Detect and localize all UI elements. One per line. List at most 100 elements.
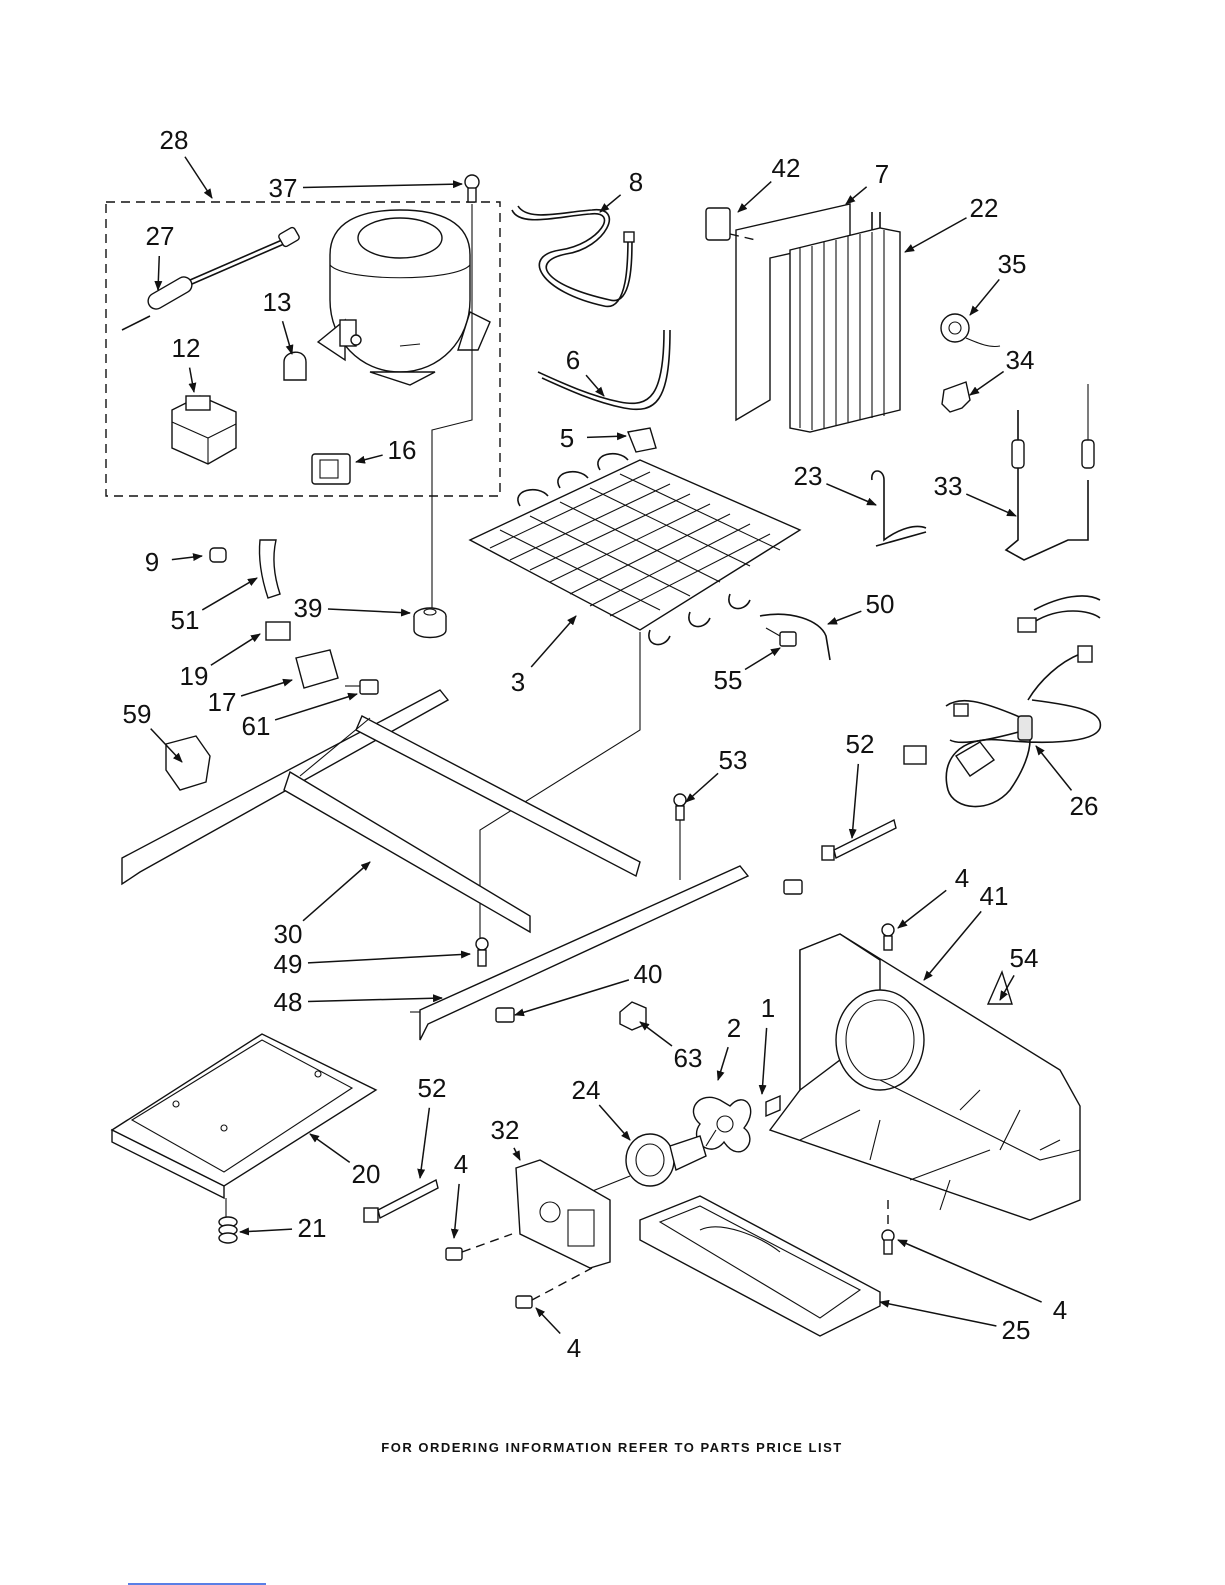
callout-leader	[515, 980, 629, 1015]
callout-label: 63	[674, 1043, 703, 1073]
callout-label: 49	[274, 949, 303, 979]
callout-leader	[308, 954, 470, 963]
callout-c1: 1	[761, 993, 775, 1094]
callout-label: 3	[511, 667, 525, 697]
callout-c12: 12	[172, 333, 201, 392]
tube-33	[1006, 384, 1094, 560]
callout-leader	[898, 1240, 1042, 1302]
callout-c41: 41	[924, 881, 1008, 980]
callout-leader	[454, 1184, 459, 1238]
callout-label: 51	[171, 605, 200, 635]
callout-c13: 13	[263, 287, 292, 354]
callout-label: 7	[875, 159, 889, 189]
callout-c35: 35	[970, 249, 1026, 315]
cover-20	[112, 1034, 376, 1198]
callout-leader	[738, 182, 771, 212]
tube-51	[259, 540, 280, 598]
part-19	[266, 622, 290, 640]
callout-c34: 34	[970, 345, 1034, 395]
callout-label: 27	[146, 221, 175, 251]
callout-leader	[310, 1134, 350, 1162]
nut-63	[620, 1002, 646, 1030]
part-17	[296, 650, 338, 688]
callout-c4d: 4	[536, 1308, 581, 1363]
spring-21	[219, 1217, 237, 1243]
callout-label: 55	[714, 665, 743, 695]
callout-label: 40	[634, 959, 663, 989]
callout-label: 41	[980, 881, 1009, 911]
callout-c4a: 4	[898, 863, 969, 928]
callout-label: 39	[294, 593, 323, 623]
callout-leader	[826, 484, 876, 505]
callout-leader	[356, 455, 383, 462]
callout-leader	[185, 157, 212, 198]
screw-55	[766, 628, 796, 646]
callout-leader	[599, 1105, 630, 1140]
callout-leader	[846, 187, 867, 204]
callout-leader	[172, 556, 202, 560]
callout-label: 16	[388, 435, 417, 465]
callout-label: 26	[1070, 791, 1099, 821]
callout-c53: 53	[686, 745, 747, 802]
callout-c2: 2	[718, 1013, 741, 1080]
clip-5	[628, 428, 656, 452]
callout-leader	[202, 578, 257, 610]
callout-c5: 5	[560, 423, 626, 453]
callout-leader	[211, 634, 260, 665]
callout-c27: 27	[146, 221, 175, 290]
tube-8	[512, 210, 628, 306]
callout-c32: 32	[491, 1115, 520, 1160]
callout-leader	[640, 1022, 672, 1046]
screw-61	[345, 680, 378, 694]
screw-49	[476, 938, 488, 966]
callout-c28: 28	[160, 125, 212, 198]
callout-c59: 59	[123, 699, 182, 762]
clip-42	[706, 208, 730, 240]
callout-leader	[190, 368, 194, 392]
callout-leader	[531, 616, 576, 667]
callout-label: 35	[998, 249, 1027, 279]
callout-leader	[966, 494, 1016, 516]
callout-leader	[905, 218, 967, 252]
callout-c6: 6	[566, 345, 604, 396]
callout-label: 30	[274, 919, 303, 949]
callout-label: 5	[560, 423, 574, 453]
callout-leader	[308, 998, 442, 1001]
part-1	[766, 1096, 780, 1116]
callout-label: 17	[208, 687, 237, 717]
callout-leader	[745, 648, 780, 670]
screw-37	[465, 175, 479, 202]
screw-4d	[516, 1268, 592, 1308]
wire-23	[872, 471, 926, 540]
compressor	[318, 210, 490, 385]
callout-c16: 16	[356, 435, 416, 465]
callout-c52a: 52	[846, 729, 875, 838]
callout-c4b: 4	[454, 1149, 468, 1238]
callout-c42: 42	[738, 153, 800, 212]
callout-c7: 7	[846, 159, 889, 204]
callout-leader	[328, 609, 410, 613]
callout-label: 34	[1006, 345, 1035, 375]
callout-leader	[924, 911, 981, 980]
callout-c23: 23	[794, 461, 876, 505]
callout-label: 32	[491, 1115, 520, 1145]
cable-tie-52a	[822, 820, 896, 860]
screw-4b	[446, 1234, 512, 1260]
callout-leader	[536, 1308, 560, 1334]
callout-leader	[718, 1047, 728, 1080]
screw-4a	[882, 924, 894, 950]
callout-c22: 22	[905, 193, 998, 252]
callout-label: 48	[274, 987, 303, 1017]
callout-label: 19	[180, 661, 209, 691]
callout-c52b: 52	[418, 1073, 447, 1178]
callout-c26: 26	[1036, 746, 1098, 821]
callout-label: 54	[1010, 943, 1039, 973]
screw-53	[674, 794, 686, 820]
callout-label: 12	[172, 333, 201, 363]
callout-c20: 20	[310, 1134, 380, 1189]
grommet-39	[414, 608, 446, 638]
callout-c4c: 4	[898, 1240, 1067, 1325]
screw-4c	[882, 1230, 894, 1254]
callout-label: 59	[123, 699, 152, 729]
